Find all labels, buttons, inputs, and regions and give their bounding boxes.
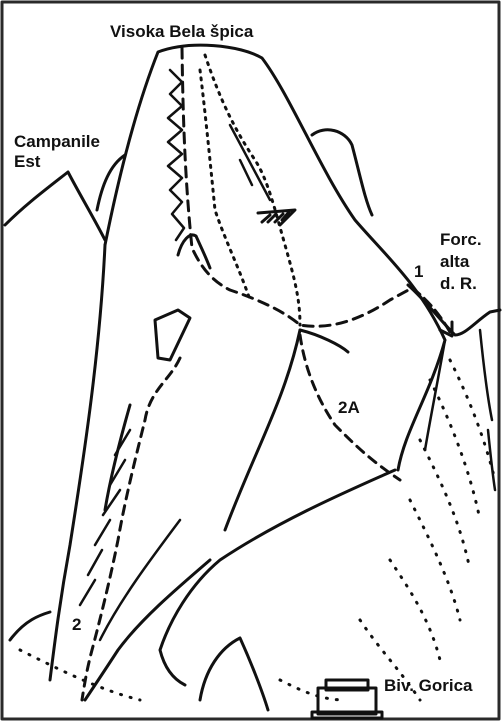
slab-edge-1 [225,330,300,530]
route-1-line [182,48,412,326]
boulder [200,638,268,710]
summit-label: Visoka Bela špica [110,22,253,41]
route-2a-number: 2A [338,398,360,417]
bivouac-label: Biv. Gorica [384,676,473,695]
small-pillar-outline [97,155,125,210]
right-gully-edge [425,340,445,450]
route-2-zigzag-lower [80,430,130,605]
far-right-edge-2 [488,430,495,490]
campanile-est-outline [5,172,105,240]
flake [155,310,190,360]
bivouac-hut-icon [318,688,376,714]
campanile-label-line2: Est [14,152,40,171]
forcella-label-line2: alta [440,252,469,271]
route-2-number: 2 [72,615,81,634]
route-2-zigzag-upper [168,70,184,240]
upper-crack-1 [230,125,270,200]
lower-slab [160,470,395,685]
forcella-label-line3: d. R. [440,274,477,293]
route-1-number: 1 [414,262,423,281]
route-2-line [82,358,180,700]
far-right-edge [480,330,492,420]
lower-slab-2 [85,560,210,700]
bottom-left-rock [10,612,50,640]
forcella-label-line1: Forc. [440,230,482,249]
campanile-label-line1: Campanile [14,132,100,151]
middle-ledge [300,330,348,352]
